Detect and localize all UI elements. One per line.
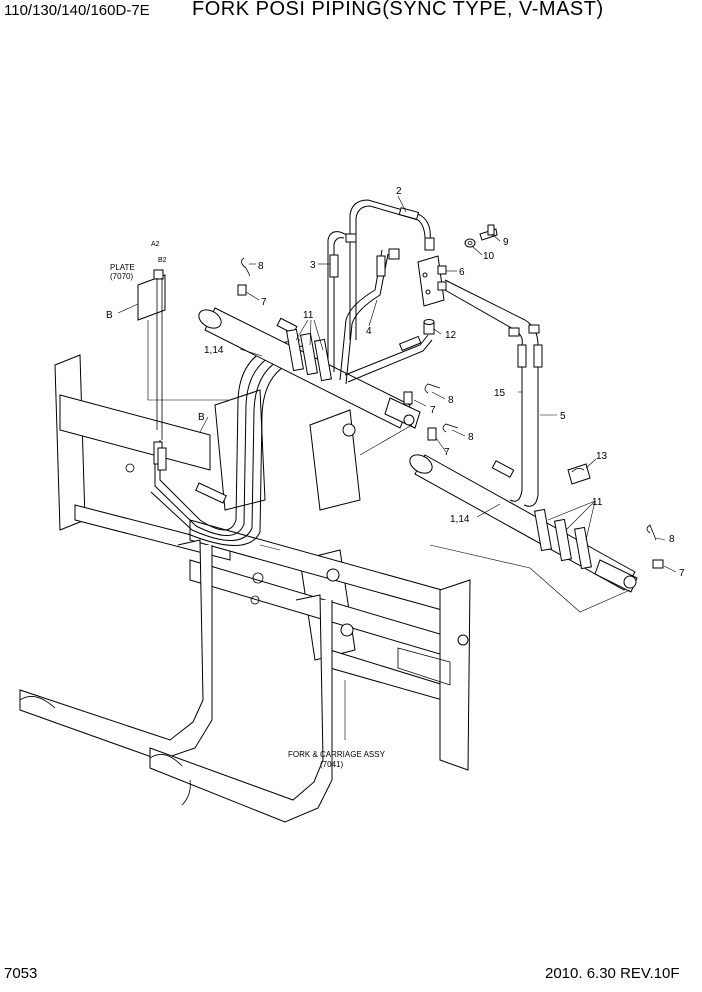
callout-1-14: 1,14 (450, 514, 470, 525)
valve-block (417, 255, 447, 307)
model-number: 110/130/140/160D-7E (4, 2, 150, 19)
fitting-12 (423, 319, 435, 335)
reference-labels: PLATE (7070) A2 B2 FORK & CARRIAGE ASSY … (110, 241, 386, 769)
callout-13: 13 (596, 451, 608, 462)
callout-12: 12 (445, 330, 457, 341)
clamps-11 (286, 328, 592, 570)
fork-assy-label: FORK & CARRIAGE ASSY (288, 750, 386, 759)
callout-1-14: 1,14 (204, 345, 224, 356)
callout-7: 7 (430, 405, 436, 416)
hoses-right (444, 279, 543, 507)
callout-8: 8 (468, 432, 474, 443)
callout-3: 3 (310, 260, 316, 271)
callout-2: 2 (396, 186, 402, 197)
callout-11: 11 (592, 497, 603, 508)
pins (237, 257, 664, 569)
port-b2-label: B2 (158, 257, 167, 264)
callout-7: 7 (679, 568, 685, 579)
callout-11: 11 (303, 310, 314, 321)
hoses-upper (327, 199, 435, 385)
revision-date: 2010. 6.30 REV.10F (545, 965, 680, 982)
leader-lines (117, 195, 677, 740)
callouts: 2 3 4 5 6 7 7 7 7 8 8 8 8 9 10 11 11 12 … (106, 186, 685, 579)
callout-8: 8 (669, 534, 675, 545)
fork-carriage-assembly (19, 354, 471, 823)
page-title: FORK POSI PIPING(SYNC TYPE, V-MAST) (192, 0, 604, 20)
callout-4: 4 (366, 326, 372, 337)
bolt-9 (479, 224, 498, 241)
callout-5: 5 (560, 411, 566, 422)
washer-10 (464, 238, 476, 248)
callout-7: 7 (444, 447, 450, 458)
page-number: 7053 (4, 965, 38, 982)
callout-15: 15 (494, 388, 506, 399)
callout-7: 7 (261, 297, 267, 308)
clamp-13 (567, 463, 591, 485)
plate-7070 (137, 269, 230, 440)
plate-code: (7070) (110, 272, 133, 281)
plate-label: PLATE (110, 263, 135, 272)
callout-8: 8 (258, 261, 264, 272)
callout-10: 10 (483, 251, 495, 262)
fork-assy-code: (7041) (320, 760, 343, 769)
callout-8: 8 (448, 395, 454, 406)
callout-9: 9 (503, 237, 509, 248)
callout-b: B (106, 310, 113, 321)
port-a2-label: A2 (151, 241, 160, 248)
callout-b: B (198, 412, 205, 423)
callout-6: 6 (459, 267, 465, 278)
